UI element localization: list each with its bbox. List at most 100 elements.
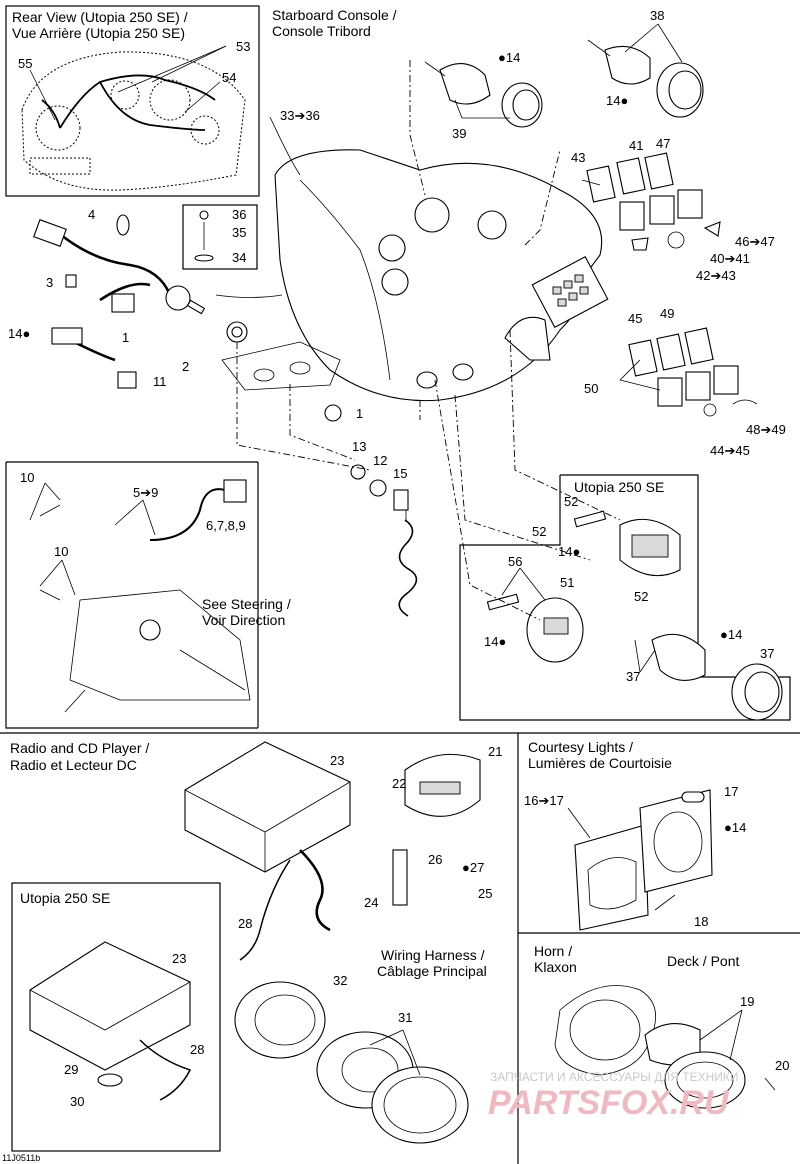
part-31-grille-inner bbox=[383, 1076, 457, 1134]
section-titles: Rear View (Utopia 250 SE) / Vue Arrière … bbox=[10, 7, 739, 979]
part-19-horn-grille bbox=[664, 1051, 746, 1109]
starboard-title-2: Console Tribord bbox=[272, 23, 371, 39]
part-31-cone bbox=[341, 1047, 399, 1093]
leader-19a bbox=[699, 1009, 743, 1041]
utopia-top-frame bbox=[459, 474, 791, 721]
leader-10a2 bbox=[29, 482, 46, 521]
console-hole-3 bbox=[378, 234, 406, 262]
utopia-bottom-drawing bbox=[29, 941, 192, 1101]
label-52a: 52 bbox=[564, 494, 578, 509]
deck-title: Deck / Pont bbox=[667, 953, 739, 969]
label-1: 1 bbox=[122, 330, 129, 345]
leader-10b2 bbox=[61, 559, 76, 596]
label-18: 18 bbox=[694, 914, 708, 929]
label-6789: 6,7,8,9 bbox=[206, 518, 246, 533]
courtesy-title-2: Lumières de Courtoisie bbox=[528, 755, 672, 771]
console-edge-line bbox=[299, 179, 391, 381]
part-19-horn-inner bbox=[676, 1061, 734, 1099]
part-18-screw bbox=[654, 894, 676, 911]
part-26-bracket bbox=[392, 849, 408, 906]
label-5-9: 5➔9 bbox=[133, 485, 158, 500]
rear-gauge-left bbox=[35, 105, 81, 151]
label-11: 11 bbox=[153, 374, 167, 389]
part-24-harness bbox=[299, 849, 331, 932]
leader-5-9a bbox=[114, 499, 144, 526]
rear-gauge-small bbox=[190, 115, 220, 145]
part-51-screen bbox=[543, 617, 569, 635]
label-27: ●27 bbox=[462, 860, 484, 875]
diagram-code: 11J0511b bbox=[2, 1153, 40, 1163]
utopia-top-title: Utopia 250 SE bbox=[574, 479, 664, 495]
rear-harness-branch bbox=[99, 81, 206, 131]
utopia-bottom-title: Utopia 250 SE bbox=[20, 890, 110, 906]
rear-view-title-2: Vue Arrière (Utopia 250 SE) bbox=[12, 25, 185, 41]
label-36: 36 bbox=[232, 207, 246, 222]
part-labels: 53 54 55 38 ●14 14● 39 33➔36 41 47 43 46… bbox=[8, 8, 789, 1109]
part-21-slot bbox=[419, 781, 461, 795]
radio-b-front-edge bbox=[29, 981, 191, 1031]
label-56: 56 bbox=[508, 554, 522, 569]
label-52c: 52 bbox=[634, 589, 648, 604]
radio-title-1: Radio and CD Player / bbox=[10, 740, 149, 756]
part-31-grille bbox=[371, 1066, 469, 1144]
dash-line-gauge-38 bbox=[524, 149, 561, 246]
switch-cover-49b bbox=[684, 327, 714, 365]
leader-55 bbox=[29, 69, 56, 121]
deck-cutout-inner bbox=[569, 999, 641, 1061]
dash-line-utopia-2 bbox=[509, 329, 621, 521]
label-53: 53 bbox=[236, 39, 250, 54]
label-50: 50 bbox=[584, 381, 598, 396]
label-16-17: 16➔17 bbox=[524, 793, 564, 808]
leader-53b bbox=[117, 45, 227, 93]
gauge-bracket-38 bbox=[604, 45, 651, 85]
leader-10a bbox=[44, 482, 61, 501]
label-28a: 28 bbox=[238, 916, 252, 931]
leader-5-9b bbox=[142, 499, 156, 536]
horn-title-2: Klaxon bbox=[534, 959, 577, 975]
harness-connector bbox=[111, 293, 135, 313]
part-32-housing bbox=[234, 981, 326, 1059]
rear-view-title-1: Rear View (Utopia 250 SE) / bbox=[12, 9, 188, 25]
sensor-wire bbox=[149, 488, 226, 541]
leader-10b bbox=[39, 559, 63, 587]
gauges-top bbox=[424, 39, 704, 128]
leader-16-17 bbox=[567, 807, 591, 839]
label-14-52: 14● bbox=[558, 544, 580, 559]
switch-cover-43 bbox=[586, 165, 616, 203]
label-43: 43 bbox=[571, 150, 585, 165]
label-15: 15 bbox=[393, 466, 407, 481]
part-17-bulb bbox=[681, 791, 705, 803]
part-23b-radio bbox=[29, 941, 191, 1071]
part-6-9-sensor bbox=[223, 479, 247, 503]
label-44-45: 44➔45 bbox=[710, 443, 750, 458]
dash-line-gauge-39 bbox=[409, 60, 426, 196]
label-39: 39 bbox=[452, 126, 466, 141]
part-52-bracket bbox=[573, 510, 607, 528]
label-49: 49 bbox=[660, 306, 674, 321]
part-29-clip bbox=[97, 1073, 123, 1087]
harness-note-1: Wiring Harness / bbox=[381, 947, 485, 963]
watermark: ЗАПЧАСТИ И АКСЕССУАРЫ ДЛЯ ТЕХНИКИ PARTSF… bbox=[488, 1070, 739, 1122]
label-3: 3 bbox=[46, 275, 53, 290]
leader-33-36 bbox=[269, 116, 301, 176]
rear-harness-main bbox=[59, 74, 216, 129]
switch-cover-45 bbox=[628, 339, 658, 377]
label-51: 51 bbox=[560, 575, 574, 590]
rocker-2 bbox=[649, 195, 675, 225]
label-20: 20 bbox=[775, 1058, 789, 1073]
leader-39a bbox=[454, 99, 463, 119]
ignition-switch bbox=[165, 285, 191, 311]
label-54: 54 bbox=[222, 70, 236, 85]
harness-plug bbox=[33, 219, 67, 247]
part-14-connector bbox=[51, 327, 83, 345]
hardware-frame bbox=[182, 204, 258, 270]
steering-arm bbox=[179, 649, 246, 691]
leader-38b bbox=[657, 23, 683, 63]
label-13: 13 bbox=[352, 439, 366, 454]
lanyard-coil bbox=[398, 519, 418, 617]
label-14-37: ●14 bbox=[720, 627, 742, 642]
leader-37b bbox=[634, 639, 641, 673]
switch-cover-47 bbox=[644, 152, 674, 190]
label-17: 17 bbox=[724, 784, 738, 799]
steering-gear-outline bbox=[69, 589, 251, 701]
